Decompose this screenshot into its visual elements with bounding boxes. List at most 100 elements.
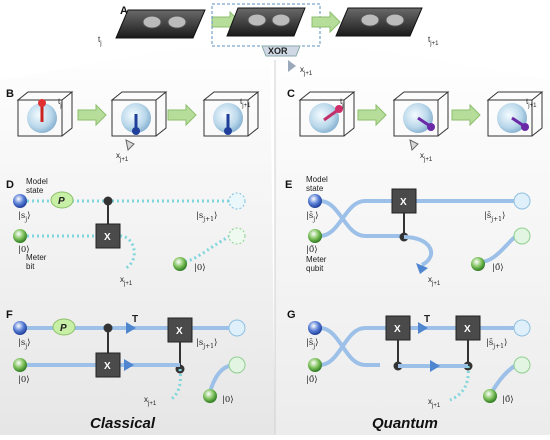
g-model-node bbox=[308, 321, 322, 335]
svg-text:tj+1: tj+1 bbox=[526, 97, 537, 109]
f-measure-arrow-2 bbox=[124, 359, 134, 371]
b-time-right: t bbox=[240, 97, 243, 106]
b-time-left-sub: j bbox=[59, 103, 61, 109]
arrow-b1 bbox=[77, 103, 107, 127]
b-cube-2 bbox=[110, 91, 168, 137]
svg-text:xj+1: xj+1 bbox=[428, 397, 441, 409]
d-zero-out: |0⟩ bbox=[194, 263, 206, 273]
b-output-arrow bbox=[125, 139, 135, 152]
a-output-sub: j+1 bbox=[303, 71, 313, 77]
classical-label: Classical bbox=[90, 415, 156, 432]
b-cube-3 bbox=[202, 91, 260, 137]
f-x-gate-1 bbox=[167, 317, 193, 343]
c-time-left: t bbox=[340, 97, 343, 106]
a-output: x bbox=[300, 65, 304, 74]
d-x-gate-label: X bbox=[104, 232, 111, 243]
svg-text:|s̄j⟩: |s̄j⟩ bbox=[306, 338, 318, 350]
f-output-sub: j+1 bbox=[147, 401, 157, 407]
e-model-label-1: Model bbox=[306, 175, 328, 184]
svg-text:tj: tj bbox=[58, 97, 62, 109]
d-state-out: |s bbox=[196, 211, 203, 221]
f-meter-node bbox=[13, 358, 27, 372]
g-state-out: |s̄ bbox=[486, 338, 493, 348]
panel-e-label: E bbox=[285, 179, 292, 191]
g-state-out-sub: j+1 bbox=[492, 343, 504, 350]
svg-text:tj+1: tj+1 bbox=[240, 97, 251, 109]
f-model-node bbox=[13, 321, 27, 335]
g-x-gate-2 bbox=[455, 315, 481, 341]
b-output: x bbox=[116, 151, 120, 160]
f-zero-in: |0⟩ bbox=[18, 375, 30, 385]
c-time-left-sub: j bbox=[341, 103, 343, 109]
d-meter-wire-out bbox=[119, 234, 136, 270]
arrow-b2 bbox=[167, 103, 197, 127]
svg-text:|sj+1⟩: |sj+1⟩ bbox=[196, 338, 217, 350]
e-state-in: |s̄ bbox=[306, 211, 313, 221]
d-model-out-node bbox=[228, 192, 246, 210]
e-zero-in: |0̄⟩ bbox=[306, 245, 318, 255]
d-meter-reset-node bbox=[173, 257, 187, 271]
arrow-c1 bbox=[357, 103, 387, 127]
g-meter-reset-node bbox=[483, 389, 497, 403]
f-state-in: |s bbox=[18, 338, 25, 348]
e-measure-arrow bbox=[416, 263, 428, 274]
e-x-gate bbox=[391, 188, 417, 214]
e-state-in-sub: j bbox=[312, 216, 315, 223]
d-model-label-2: state bbox=[26, 186, 44, 195]
c-cube-1 bbox=[298, 91, 356, 137]
g-measure-arrow-2 bbox=[430, 360, 440, 372]
f-meter-reset-node bbox=[203, 389, 217, 403]
g-x-gate-1-label: X bbox=[394, 324, 401, 335]
d-meter-node bbox=[13, 229, 27, 243]
e-wire-cross-2 bbox=[319, 199, 520, 238]
g-state-in: |s̄ bbox=[306, 338, 313, 348]
g-x-gate-1 bbox=[385, 315, 411, 341]
panel-c-label: C bbox=[287, 88, 295, 100]
g-zero-out: |0̄⟩ bbox=[502, 395, 514, 405]
c-output-sub: j+1 bbox=[423, 157, 433, 163]
d-state-out-sub: j+1 bbox=[202, 216, 214, 223]
a-time-right: t bbox=[428, 35, 431, 44]
e-meter-reset-node bbox=[471, 257, 485, 271]
e-meter-label-2: qubit bbox=[306, 264, 324, 273]
svg-text:xj+1: xj+1 bbox=[144, 395, 157, 407]
b-time-left: t bbox=[58, 97, 61, 106]
f-x-gate-1-label: X bbox=[176, 326, 183, 337]
e-model-label-2: state bbox=[306, 184, 324, 193]
f-x-gate-2 bbox=[95, 352, 121, 378]
g-measure-arrow bbox=[418, 322, 428, 334]
e-meter-wire-out bbox=[403, 235, 434, 267]
e-x-gate-label: X bbox=[400, 197, 407, 208]
arrow-a2 bbox=[311, 10, 341, 34]
g-zero-in: |0̄⟩ bbox=[306, 375, 318, 385]
g-meter-node bbox=[308, 358, 322, 372]
g-meter-out-node bbox=[513, 356, 531, 374]
g-output: x bbox=[428, 397, 432, 406]
d-model-label-1: Model bbox=[26, 177, 48, 186]
panel-b-label: B bbox=[6, 88, 14, 100]
c-cube-2 bbox=[392, 91, 450, 137]
svg-text:P: P bbox=[58, 196, 65, 207]
panel-a-label: A bbox=[120, 5, 128, 17]
g-wire-cross-1 bbox=[319, 326, 380, 367]
c-output-arrow bbox=[409, 139, 419, 152]
e-meter-label-1: Meter bbox=[306, 255, 327, 264]
f-output: x bbox=[144, 395, 148, 404]
e-zero-out: |0̄⟩ bbox=[492, 263, 504, 273]
b-output-sub: j+1 bbox=[119, 157, 129, 163]
f-meter-out-node bbox=[228, 356, 246, 374]
svg-text:xj+1: xj+1 bbox=[300, 65, 313, 77]
d-output-sub: j+1 bbox=[123, 281, 133, 287]
svg-text:tj+1: tj+1 bbox=[428, 35, 439, 47]
d-model-node bbox=[13, 194, 27, 208]
g-state-in-sub: j bbox=[312, 343, 315, 350]
svg-text:xj+1: xj+1 bbox=[120, 275, 133, 287]
a-time-left-sub: j bbox=[99, 41, 101, 47]
c-time-right: t bbox=[526, 97, 529, 106]
b-cube-1 bbox=[16, 91, 74, 137]
f-state-out: |s bbox=[196, 338, 203, 348]
d-meter-label-2: bit bbox=[26, 262, 35, 271]
d-meter-out-node bbox=[228, 227, 246, 245]
